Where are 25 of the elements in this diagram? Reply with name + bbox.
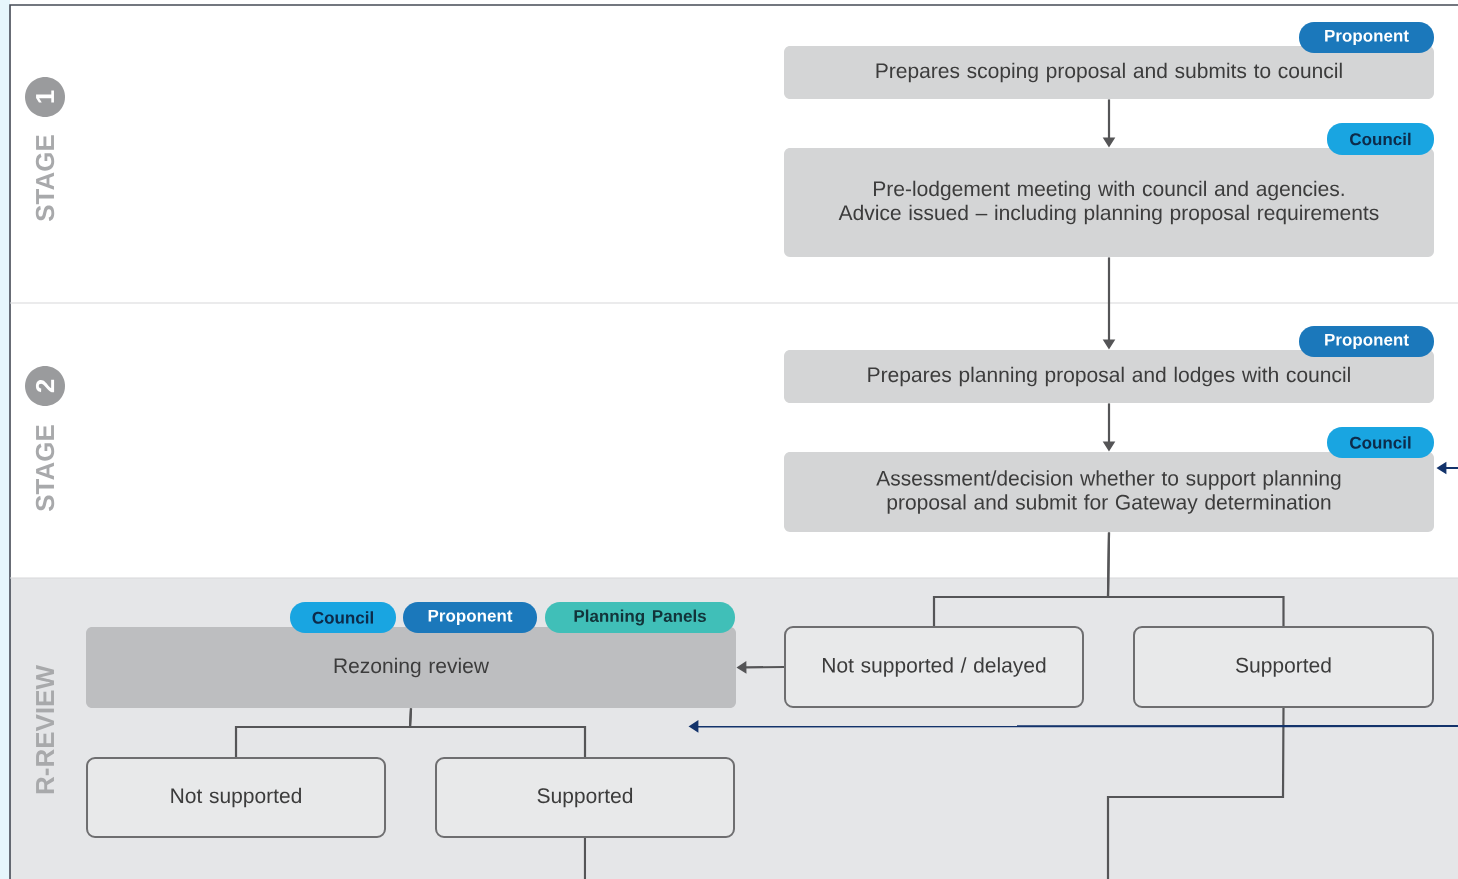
role-tag: Council: [290, 602, 396, 633]
process-box: Assessment/decision whether to support planning proposal and submit for Gateway determination: [784, 452, 1434, 532]
role-tag: Proponent: [403, 602, 537, 633]
connector: [583, 838, 587, 879]
role-tag: Council: [1327, 427, 1434, 458]
stage-label: R-REVIEW: [36, 665, 54, 794]
stage-label: STAGE: [35, 425, 55, 512]
stage-label: STAGE: [35, 135, 55, 222]
outcome-box: Not supported: [86, 757, 386, 838]
outcome-box: Supported: [1133, 626, 1434, 708]
role-tag: Proponent: [1299, 22, 1434, 53]
outcome-box: Supported: [435, 757, 735, 838]
process-box: Prepares planning proposal and lodges with council: [784, 350, 1434, 403]
process-box: Prepares scoping proposal and submits to council: [784, 46, 1434, 99]
process-box: Rezoning review: [86, 627, 736, 708]
role-tag: Proponent: [1299, 326, 1434, 357]
stage-number: 1: [25, 77, 65, 117]
connector: [408, 708, 587, 757]
role-tag: Planning Panels: [545, 602, 735, 633]
outcome-box: Not supported / delayed: [784, 626, 1084, 708]
connector: [1106, 532, 1285, 626]
role-tag: Council: [1327, 123, 1434, 155]
stage-number: 2: [25, 366, 65, 406]
process-box: Pre-lodgement meeting with council and agencies. Advice issued – including planning proposal requirements: [784, 148, 1434, 257]
connector: [1106, 708, 1285, 879]
